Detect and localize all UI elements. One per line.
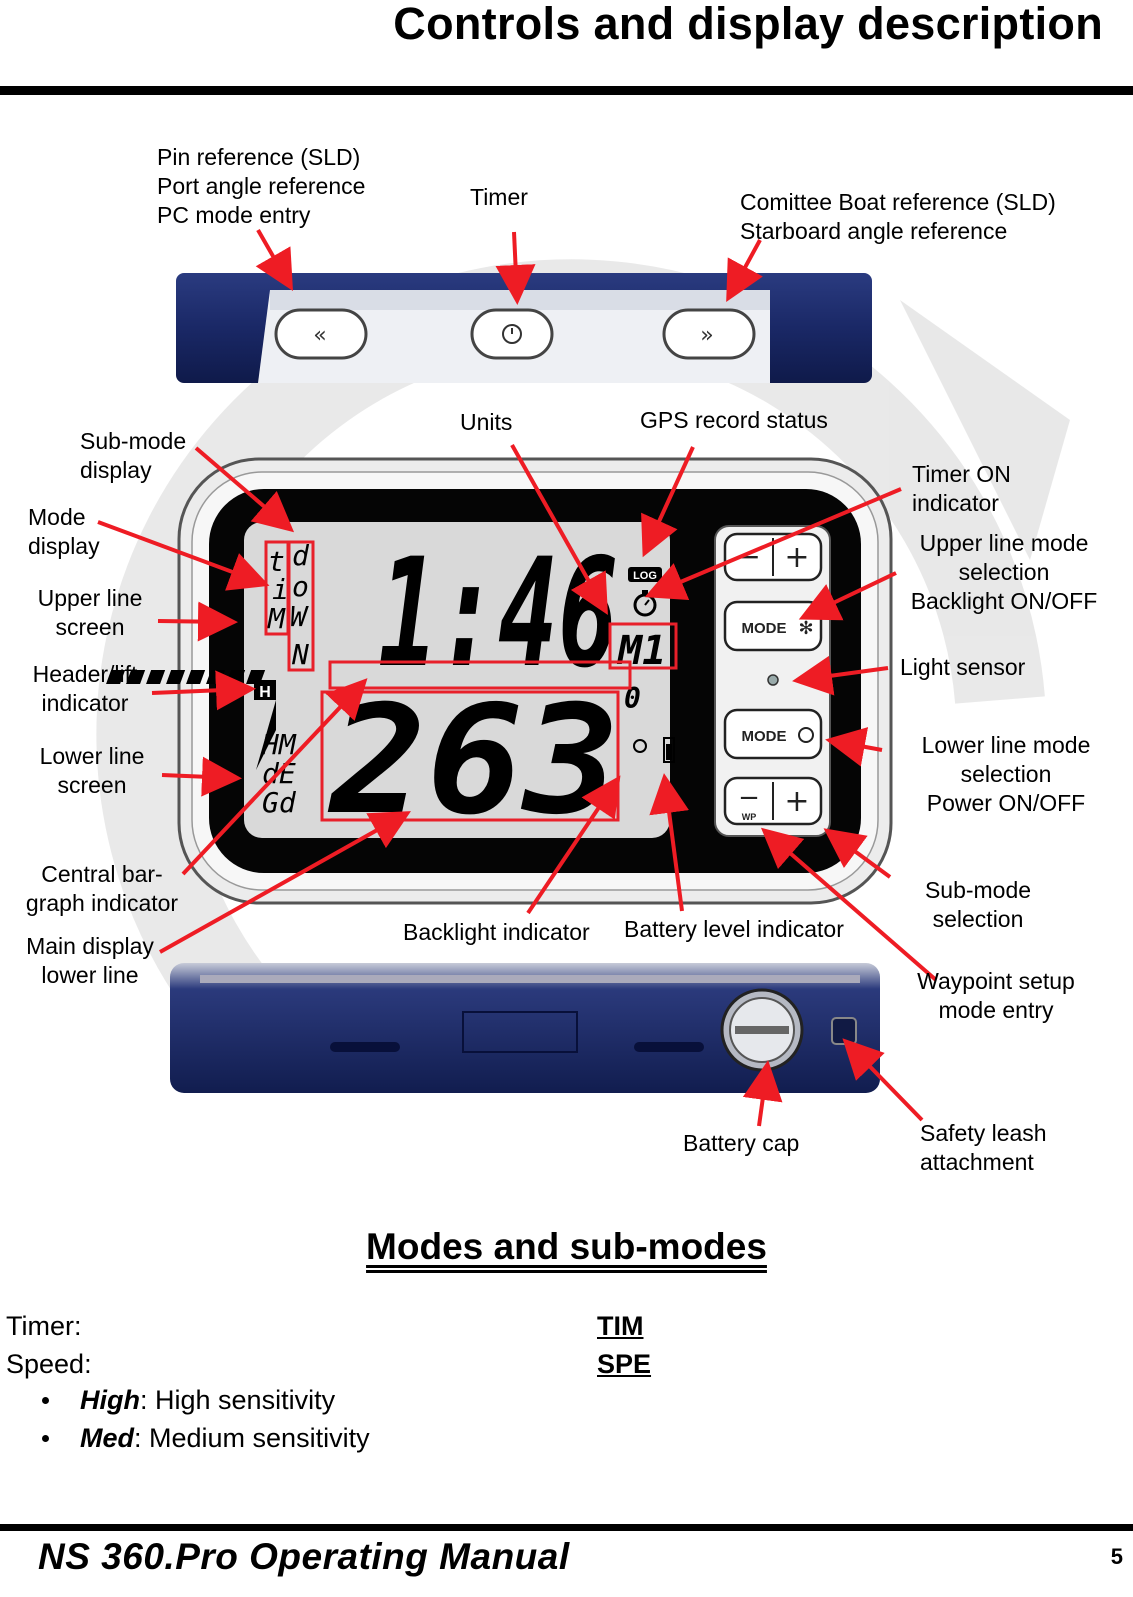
device-bottom-view bbox=[170, 963, 880, 1093]
svg-text:M1: M1 bbox=[616, 628, 666, 674]
title-rule bbox=[0, 86, 1133, 95]
svg-text:o: o bbox=[292, 570, 309, 603]
svg-text:+: + bbox=[784, 540, 809, 575]
label-header-lift-indicator: Header/lift indicator bbox=[32, 661, 138, 716]
svg-text:d: d bbox=[292, 539, 310, 572]
label-upper-line-screen: Upper line screen bbox=[37, 585, 143, 640]
mode-code-timer: TIM bbox=[597, 1311, 644, 1341]
label-sub-mode-selection: Sub-mode selection bbox=[924, 877, 1032, 932]
label-timer-on-indicator: Timer ON indicator bbox=[912, 461, 1011, 516]
svg-text:H: H bbox=[259, 684, 271, 701]
svg-text:Gd: Gd bbox=[262, 786, 297, 819]
footer-rule bbox=[0, 1524, 1133, 1531]
mode-name-timer: Timer: bbox=[6, 1311, 82, 1341]
svg-text:+: + bbox=[784, 784, 809, 819]
label-timer: Timer bbox=[470, 184, 528, 210]
label-light-sensor: Light sensor bbox=[900, 654, 1026, 680]
section-heading: Modes and sub-modes bbox=[366, 1226, 767, 1267]
svg-text:MODE: MODE bbox=[742, 728, 787, 745]
svg-text:263: 263 bbox=[327, 674, 620, 848]
label-lower-line-screen: Lower line screen bbox=[39, 743, 145, 798]
svg-text:MODE: MODE bbox=[742, 620, 787, 637]
label-upper-line-mode-selection: Upper line mode selection Backlight ON/O… bbox=[910, 530, 1098, 614]
svg-text:0: 0 bbox=[624, 682, 641, 715]
svg-text:»: » bbox=[700, 323, 713, 348]
label-backlight-indicator: Backlight indicator bbox=[403, 919, 590, 945]
label-pin-reference: Pin reference (SLD) Port angle reference… bbox=[157, 144, 366, 228]
svg-text:i: i bbox=[272, 573, 289, 606]
svg-text:t: t bbox=[268, 545, 285, 578]
svg-text:M: M bbox=[267, 602, 286, 635]
svg-text:N: N bbox=[291, 638, 309, 671]
label-lower-line-mode-selection: Lower line mode selection Power ON/OFF bbox=[921, 732, 1091, 816]
svg-text:−: − bbox=[738, 783, 760, 813]
label-sub-mode-display: Sub-mode display bbox=[80, 428, 187, 483]
label-safety-leash: Safety leash attachment bbox=[920, 1120, 1047, 1175]
label-central-bar-graph: Central bar- graph indicator bbox=[25, 861, 179, 916]
label-mode-display: Mode display bbox=[28, 504, 100, 559]
svg-text:−: − bbox=[737, 540, 760, 573]
label-waypoint-setup: Waypoint setup mode entry bbox=[917, 968, 1075, 1023]
svg-text:WP: WP bbox=[742, 812, 757, 822]
mode-name-speed: Speed: bbox=[6, 1349, 92, 1379]
svg-text:LOG: LOG bbox=[633, 570, 657, 582]
bullet-icon bbox=[42, 1435, 49, 1442]
page-title: Controls and display description bbox=[393, 0, 1103, 49]
label-units: Units bbox=[460, 409, 513, 435]
svg-text:✻: ✻ bbox=[798, 618, 813, 639]
svg-text:W: W bbox=[290, 600, 309, 633]
label-battery-level-indicator: Battery level indicator bbox=[624, 916, 844, 942]
label-main-display-lower-line: Main display lower line bbox=[26, 933, 154, 988]
label-battery-cap: Battery cap bbox=[683, 1130, 800, 1156]
mode-code-speed: SPE bbox=[597, 1349, 652, 1379]
label-committee-boat: Comittee Boat reference (SLD) Starboard … bbox=[740, 189, 1056, 244]
label-gps-record-status: GPS record status bbox=[640, 407, 828, 433]
svg-text:«: « bbox=[313, 323, 326, 348]
bullet-icon bbox=[42, 1397, 49, 1404]
device-top-view: « » bbox=[176, 273, 872, 383]
page-number: 5 bbox=[1110, 1544, 1123, 1569]
footer-title: NS 360.Pro Operating Manual bbox=[38, 1536, 570, 1577]
